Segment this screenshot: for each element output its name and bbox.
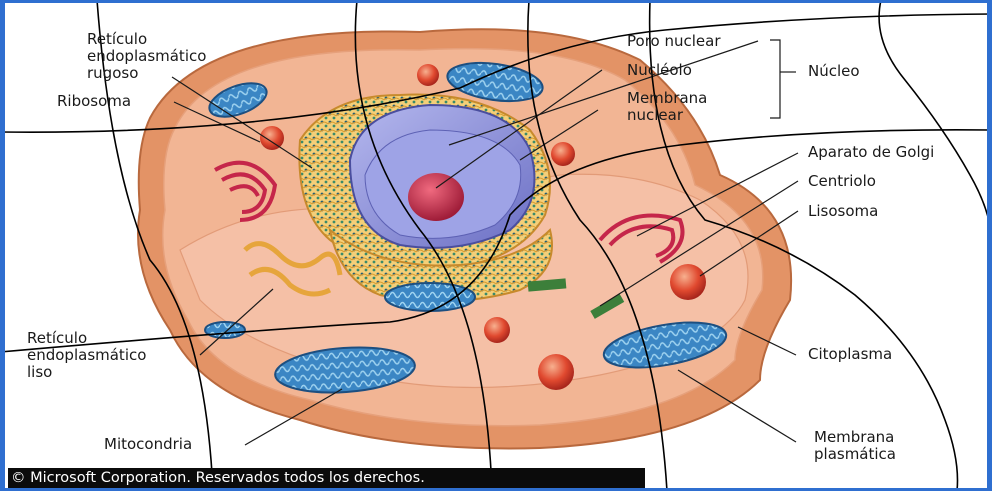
label-line: nuclear — [627, 107, 707, 124]
label-line: Membrana — [627, 90, 707, 107]
label-line: Retículo — [27, 330, 146, 347]
label-membrana-nuclear: Membrana nuclear — [627, 90, 707, 124]
label-line: endoplasmático — [87, 48, 206, 65]
label-citoplasma: Citoplasma — [808, 346, 892, 363]
frame-border-left — [0, 0, 5, 491]
label-line: Retículo — [87, 31, 206, 48]
label-reticulo-liso: Retículo endoplasmático liso — [27, 330, 146, 381]
label-line: Membrana — [814, 429, 896, 446]
label-lisosoma: Lisosoma — [808, 203, 878, 220]
nucleolus — [408, 173, 464, 221]
label-nucleolo: Nucléolo — [627, 62, 692, 79]
label-line: rugoso — [87, 65, 206, 82]
label-poro-nuclear: Poro nuclear — [627, 33, 721, 50]
copyright-banner: © Microsoft Corporation. Reservados todo… — [8, 468, 645, 488]
label-centriolo: Centriolo — [808, 173, 876, 190]
label-line: plasmática — [814, 446, 896, 463]
label-aparato-golgi: Aparato de Golgi — [808, 144, 934, 161]
label-ribosoma: Ribosoma — [57, 93, 131, 110]
frame-border-top — [0, 0, 992, 3]
label-reticulo-rugoso: Retículo endoplasmático rugoso — [87, 31, 206, 82]
label-nucleo: Núcleo — [808, 63, 860, 80]
frame-border-right — [987, 0, 992, 491]
label-mitocondria: Mitocondria — [104, 436, 192, 453]
label-line: liso — [27, 364, 146, 381]
label-membrana-plasmatica: Membrana plasmática — [814, 429, 896, 463]
label-line: endoplasmático — [27, 347, 146, 364]
